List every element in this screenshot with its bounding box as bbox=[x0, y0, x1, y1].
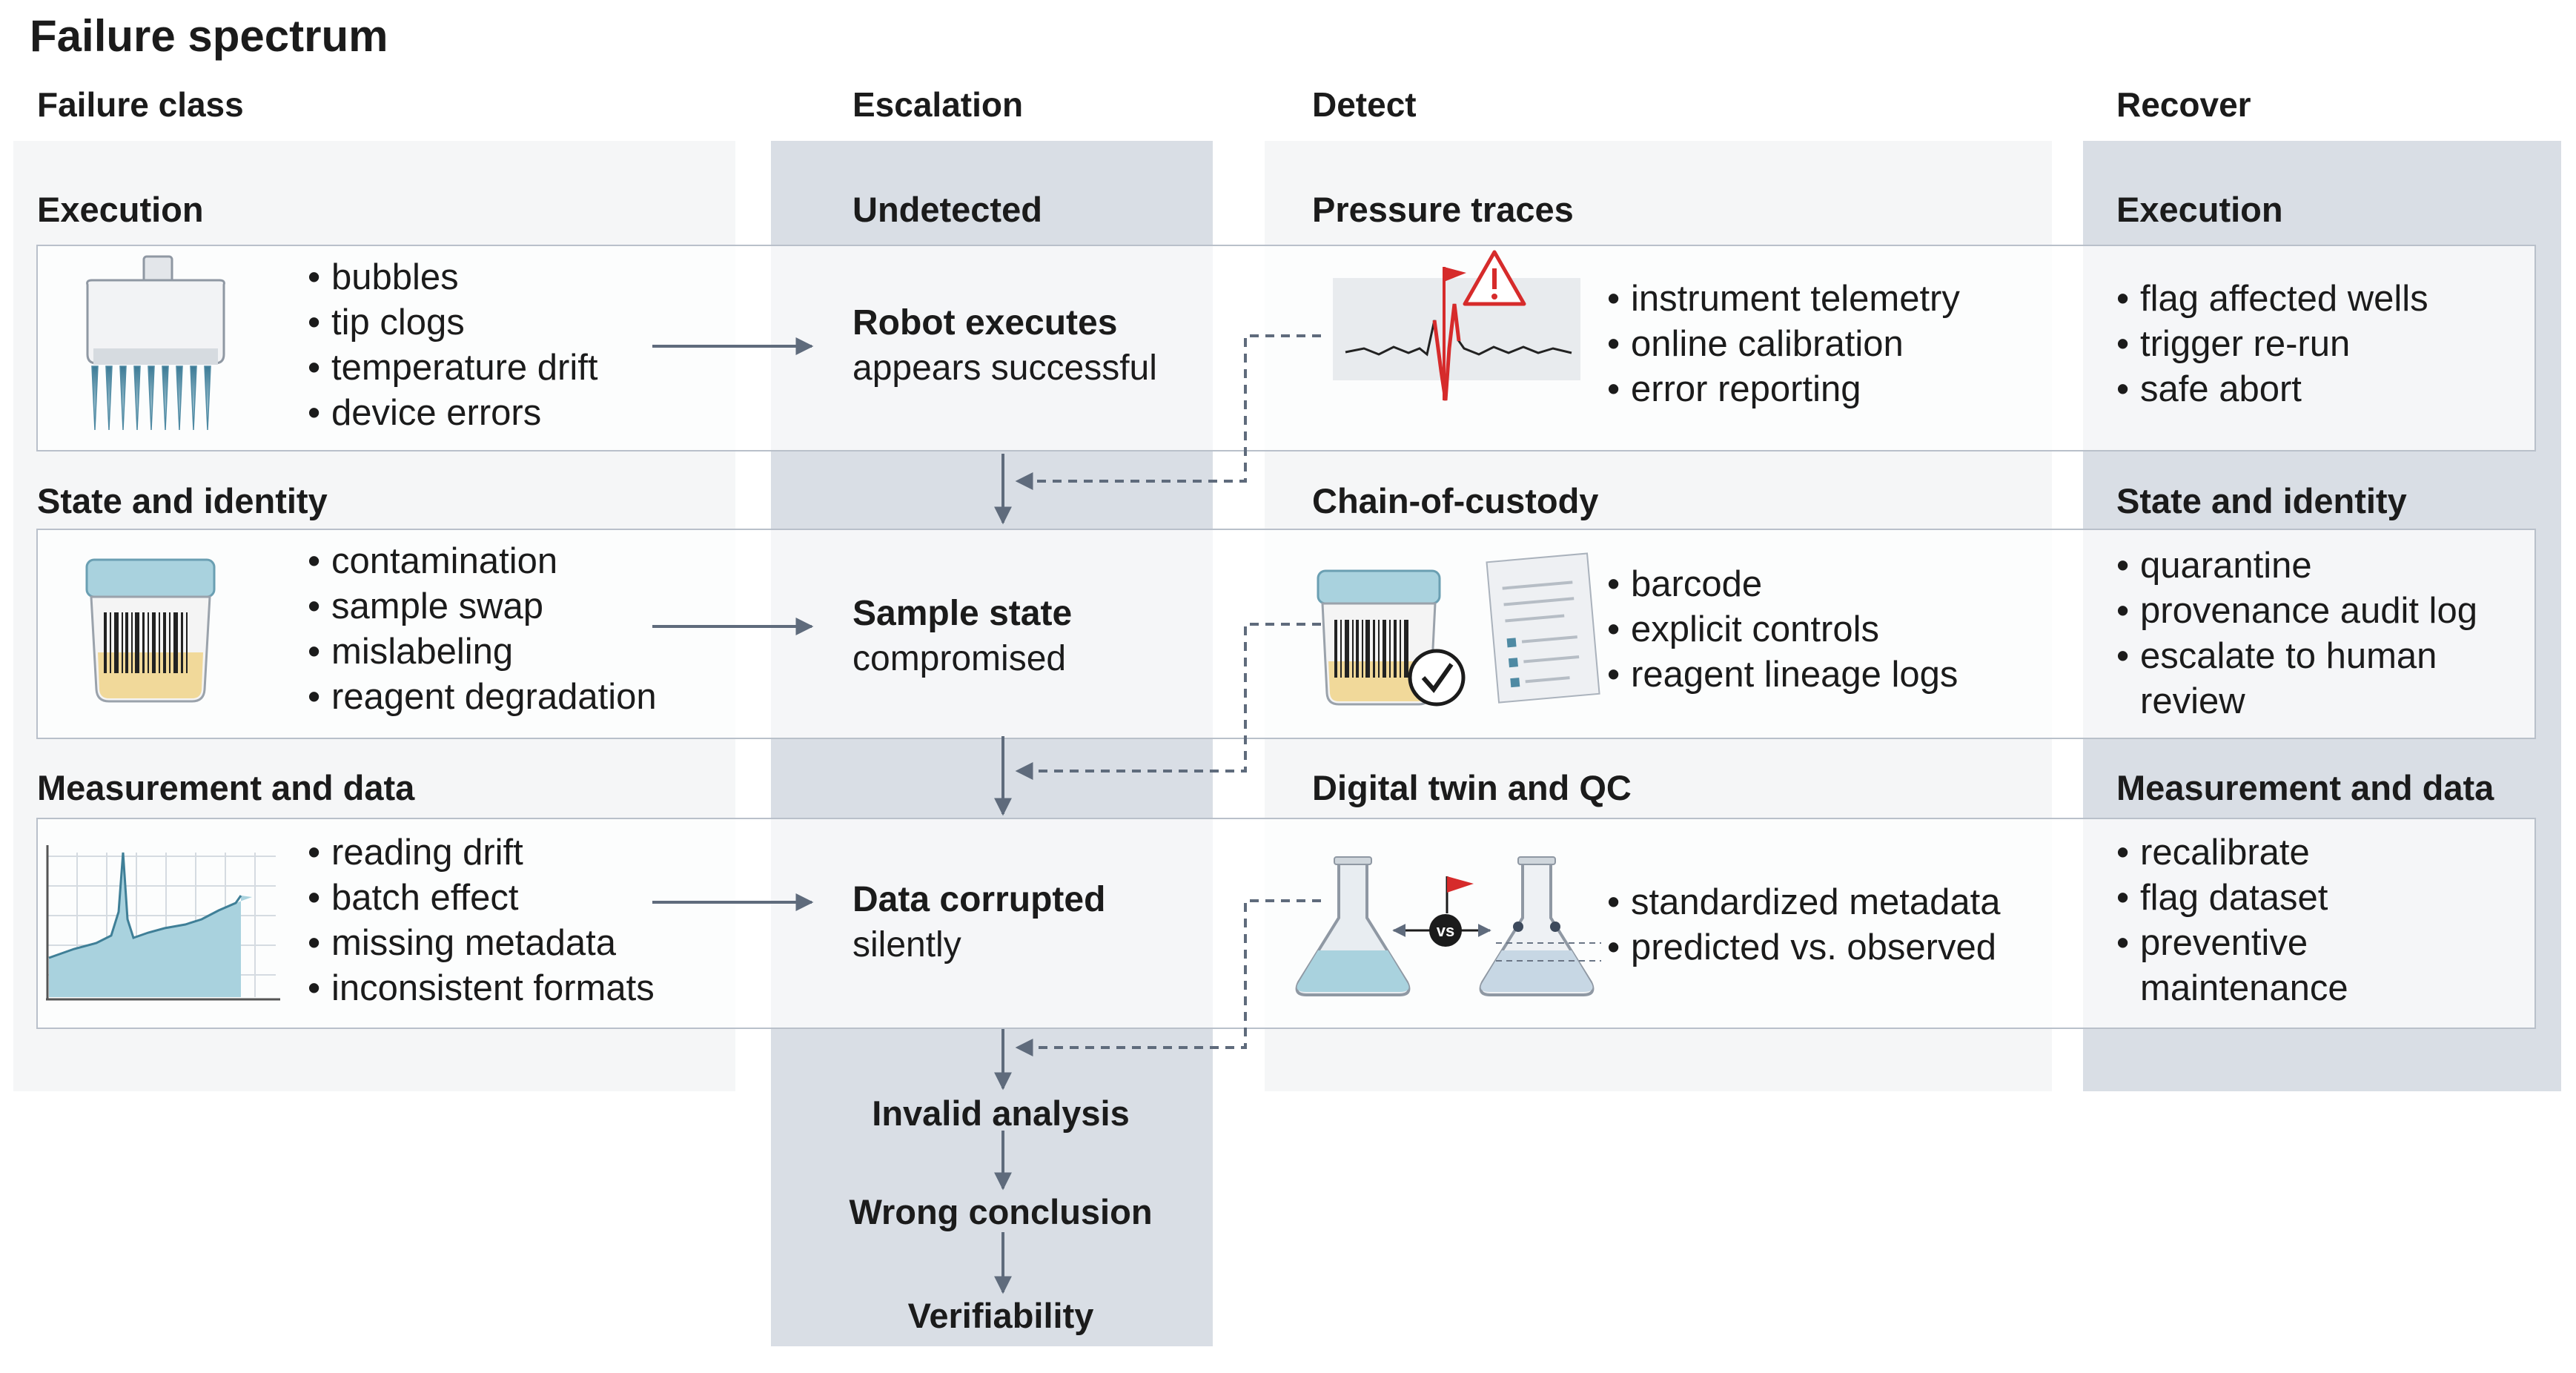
list-item: contamination bbox=[308, 539, 657, 584]
escalation-text: silently bbox=[852, 925, 961, 965]
list-item: recalibrate bbox=[2116, 830, 2348, 876]
list-item: sample swap bbox=[308, 584, 657, 629]
detect-title-chain-of-custody: Chain-of-custody bbox=[1312, 481, 1599, 520]
detect-title-pressure-traces: Pressure traces bbox=[1312, 190, 1574, 229]
drift-chart-icon bbox=[46, 845, 280, 1001]
list-item-continuation: maintenance bbox=[2140, 968, 2348, 1008]
list-item: device errors bbox=[308, 391, 598, 436]
column-header-recover: Recover bbox=[2116, 85, 2251, 124]
class-items-measurement: reading drift batch effect missing metad… bbox=[308, 830, 655, 1011]
list-item: tip clogs bbox=[308, 300, 598, 345]
list-item: predicted vs. observed bbox=[1607, 925, 2001, 970]
escalation-text: appears successful bbox=[852, 348, 1157, 388]
list-item: flag affected wells bbox=[2116, 277, 2428, 322]
list-item-continuation: review bbox=[2140, 681, 2245, 721]
list-item: standardized metadata bbox=[1607, 880, 2001, 925]
class-items-execution: bubbles tip clogs temperature drift devi… bbox=[308, 255, 598, 436]
list-item: missing metadata bbox=[308, 921, 655, 966]
class-items-state-identity: contamination sample swap mislabeling re… bbox=[308, 539, 657, 720]
list-item: flag dataset bbox=[2116, 876, 2348, 921]
escalation-bold: Robot executes bbox=[852, 303, 1118, 343]
escalation-sample-state: Sample state compromised bbox=[852, 591, 1072, 681]
detect-items-digital-twin: standardized metadata predicted vs. obse… bbox=[1607, 880, 2001, 970]
recover-title-execution: Execution bbox=[2116, 190, 2283, 229]
class-to-escalation-arrows bbox=[652, 337, 814, 911]
class-title-state-identity: State and identity bbox=[37, 481, 328, 520]
column-header-detect: Detect bbox=[1312, 85, 1417, 124]
escalation-bold: Data corrupted bbox=[852, 880, 1106, 919]
escalation-data-corrupted: Data corrupted silently bbox=[852, 877, 1105, 967]
list-item: mislabeling bbox=[308, 629, 657, 675]
recover-title-state-identity: State and identity bbox=[2116, 481, 2407, 520]
vs-label: vs bbox=[1437, 922, 1454, 940]
list-item: quarantine bbox=[2116, 543, 2477, 589]
list-item: trigger re-run bbox=[2116, 322, 2428, 367]
pressure-trace-warning-icon bbox=[1333, 250, 1580, 401]
detect-feedback-arrows bbox=[1015, 334, 1321, 1056]
list-item: escalate to human bbox=[2116, 634, 2477, 679]
list-item: error reporting bbox=[1607, 367, 1960, 412]
detect-items-custody: barcode explicit controls reagent lineag… bbox=[1607, 562, 1958, 698]
list-item: bubbles bbox=[308, 255, 598, 300]
list-item: explicit controls bbox=[1607, 607, 1958, 652]
list-item: provenance audit log bbox=[2116, 589, 2477, 634]
pipette-icon bbox=[86, 255, 225, 431]
detect-title-digital-twin: Digital twin and QC bbox=[1312, 768, 1632, 807]
list-item: reading drift bbox=[308, 830, 655, 876]
list-item: preventive bbox=[2116, 921, 2348, 966]
class-title-measurement: Measurement and data bbox=[37, 768, 415, 807]
list-item: safe abort bbox=[2116, 367, 2428, 412]
sample-jar-barcode-icon bbox=[85, 558, 216, 703]
list-item: barcode bbox=[1607, 562, 1958, 607]
jar-checkmark-document-icon bbox=[1317, 552, 1600, 707]
recover-title-measurement: Measurement and data bbox=[2116, 768, 2494, 807]
list-item: online calibration bbox=[1607, 322, 1960, 367]
recover-items-measurement: recalibrate flag dataset preventive main… bbox=[2116, 830, 2348, 1011]
cascade-invalid-analysis: Invalid analysis bbox=[872, 1094, 1130, 1133]
detect-items-pressure: instrument telemetry online calibration … bbox=[1607, 277, 1960, 412]
column-header-escalation: Escalation bbox=[852, 85, 1024, 124]
escalation-robot-executes: Robot executes appears successful bbox=[852, 300, 1157, 391]
list-item: reagent degradation bbox=[308, 675, 657, 720]
escalation-title-undetected: Undetected bbox=[852, 190, 1042, 229]
column-header-failure-class: Failure class bbox=[37, 85, 244, 124]
cascade-verifiability: Verifiability bbox=[907, 1296, 1094, 1335]
list-item: reagent lineage logs bbox=[1607, 652, 1958, 698]
recover-items-state-identity: quarantine provenance audit log escalate… bbox=[2116, 543, 2477, 724]
escalation-text: compromised bbox=[852, 639, 1067, 678]
cascade-wrong-conclusion: Wrong conclusion bbox=[849, 1192, 1153, 1231]
list-item: temperature drift bbox=[308, 345, 598, 391]
recover-items-execution: flag affected wells trigger re-run safe … bbox=[2116, 277, 2428, 412]
flask-vs-flask-icon: vs bbox=[1295, 856, 1601, 996]
escalation-bold: Sample state bbox=[852, 594, 1073, 633]
list-item: inconsistent formats bbox=[308, 966, 655, 1011]
list-item: instrument telemetry bbox=[1607, 277, 1960, 322]
figure-title: Failure spectrum bbox=[30, 11, 388, 61]
class-title-execution: Execution bbox=[37, 190, 204, 229]
list-item: batch effect bbox=[308, 876, 655, 921]
